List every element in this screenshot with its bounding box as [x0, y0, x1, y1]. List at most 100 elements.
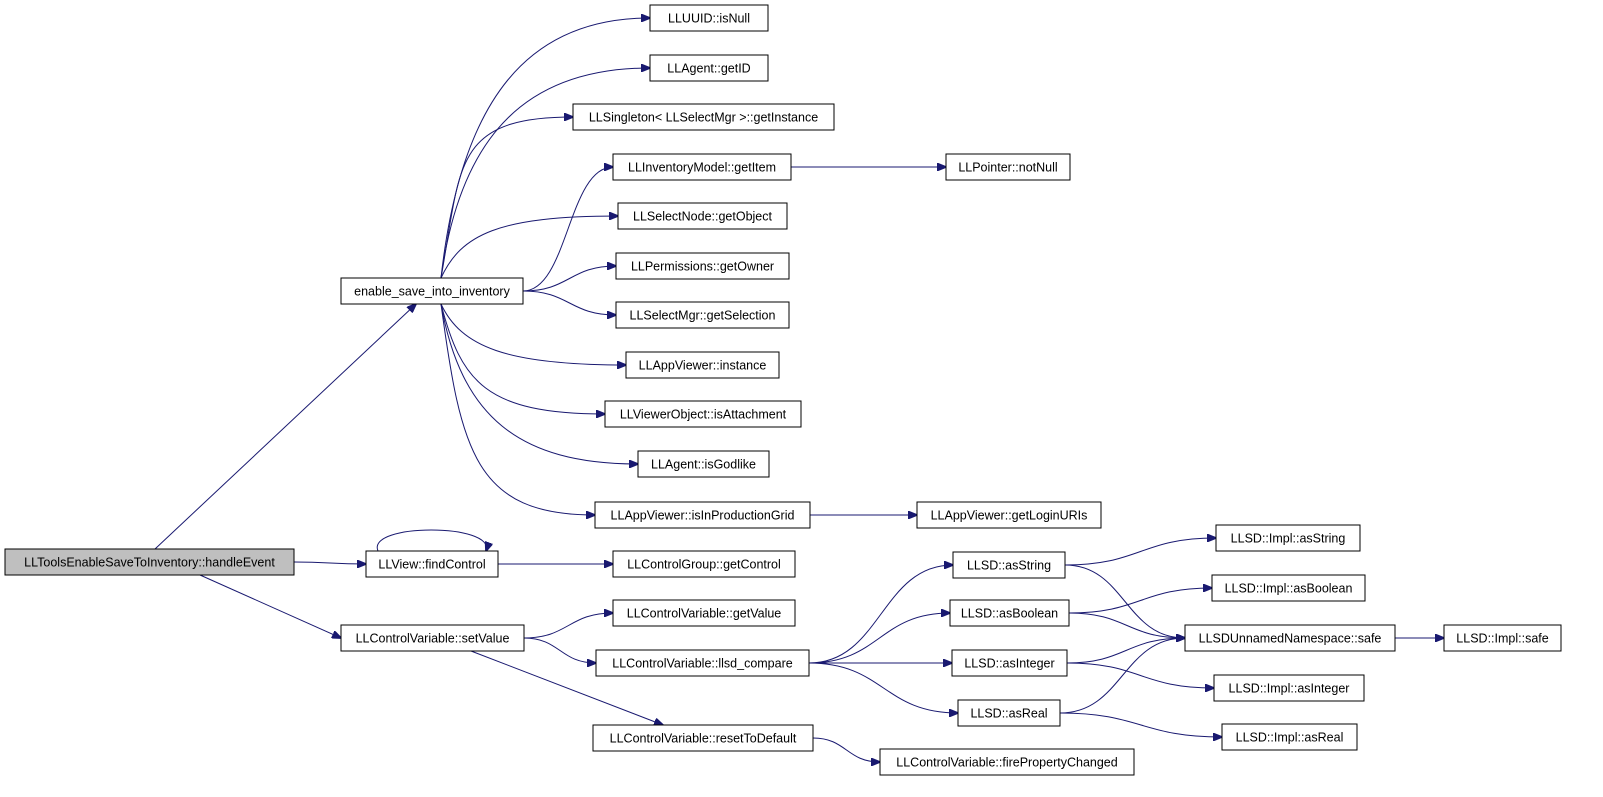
graph-node-cv-fireprop[interactable]: LLControlVariable::firePropertyChanged: [879, 748, 1135, 776]
graph-node-view-findctrl[interactable]: LLView::findControl: [365, 550, 499, 578]
edge-esi-to-appv-instance: [440, 303, 626, 365]
node-label: LLInventoryModel::getItem: [628, 161, 776, 175]
node-label: LLView::findControl: [378, 558, 485, 572]
edge-cv-llsdcmp-to-llsd-asbool: [808, 613, 950, 664]
node-label: LLSD::Impl::asString: [1231, 532, 1346, 546]
graph-node-selnode-getobj[interactable]: LLSelectNode::getObject: [617, 202, 788, 230]
edge-llsd-asreal-to-unnamed-safe: [1059, 638, 1185, 714]
node-label: LLSD::asReal: [970, 707, 1047, 721]
graph-node-appv-isprod[interactable]: LLAppViewer::isInProductionGrid: [594, 501, 811, 529]
edge-layer: [154, 18, 1444, 762]
edge-cv-setvalue-to-cv-getvalue: [523, 613, 613, 639]
edge-llsd-asstring-to-unnamed-safe: [1064, 564, 1185, 638]
node-box: [1184, 624, 1396, 652]
node-box: [625, 351, 780, 379]
graph-node-unnamed-safe[interactable]: LLSDUnnamedNamespace::safe: [1184, 624, 1396, 652]
graph-node-llsd-asint[interactable]: LLSD::asInteger: [951, 649, 1068, 677]
node-label: LLControlVariable::firePropertyChanged: [896, 756, 1117, 770]
node-label: LLAppViewer::isInProductionGrid: [611, 509, 795, 523]
graph-node-llsd-asreal[interactable]: LLSD::asReal: [957, 699, 1061, 727]
node-box: [952, 551, 1066, 579]
graph-node-root[interactable]: LLToolsEnableSaveToInventory::handleEven…: [4, 548, 295, 576]
edge-cv-setvalue-to-cv-llsdcmp: [523, 637, 596, 663]
node-label: LLAppViewer::instance: [639, 359, 767, 373]
edge-cv-reset-to-cv-fireprop: [812, 737, 880, 762]
node-label: LLControlGroup::getControl: [627, 558, 781, 572]
node-box: [612, 153, 792, 181]
graph-node-cv-getvalue[interactable]: LLControlVariable::getValue: [612, 599, 796, 627]
graph-node-appv-loginuris[interactable]: LLAppViewer::getLoginURIs: [916, 501, 1102, 529]
graph-node-cv-llsdcmp[interactable]: LLControlVariable::llsd_compare: [595, 649, 810, 677]
graph-node-llsd-asbool[interactable]: LLSD::asBoolean: [949, 599, 1070, 627]
graph-node-impl-asbool[interactable]: LLSD::Impl::asBoolean: [1211, 574, 1366, 602]
edge-view-findctrl-to-view-findctrl: [376, 529, 486, 551]
graph-node-impl-safe[interactable]: LLSD::Impl::safe: [1443, 624, 1562, 652]
node-label: LLSD::asInteger: [964, 657, 1054, 671]
edge-root-to-view-findctrl: [293, 562, 366, 564]
graph-node-agent-getid[interactable]: LLAgent::getID: [649, 54, 769, 82]
node-label: LLPermissions::getOwner: [631, 260, 774, 274]
node-box: [949, 599, 1070, 627]
node-box: [595, 649, 810, 677]
node-label: LLUUID::isNull: [668, 12, 750, 26]
edge-cv-llsdcmp-to-llsd-asreal: [808, 662, 958, 713]
node-box: [615, 252, 790, 280]
node-box: [951, 649, 1068, 677]
node-box: [594, 501, 811, 529]
graph-node-ptr-notnull[interactable]: LLPointer::notNull: [945, 153, 1071, 181]
node-box: [957, 699, 1061, 727]
node-label: LLSelectNode::getObject: [633, 210, 773, 224]
node-label: LLControlVariable::llsd_compare: [612, 657, 792, 671]
node-label: LLSD::Impl::asBoolean: [1225, 582, 1353, 596]
node-box: [1211, 574, 1366, 602]
graph-node-cg-getctrl[interactable]: LLControlGroup::getControl: [612, 550, 796, 578]
node-box: [340, 277, 524, 305]
node-box: [365, 550, 499, 578]
graph-node-impl-asreal[interactable]: LLSD::Impl::asReal: [1221, 723, 1358, 751]
node-box: [1443, 624, 1562, 652]
graph-node-cv-setvalue[interactable]: LLControlVariable::setValue: [340, 624, 525, 652]
node-box: [4, 548, 295, 576]
node-box: [916, 501, 1102, 529]
node-layer: LLToolsEnableSaveToInventory::handleEven…: [4, 4, 1562, 776]
node-box: [649, 4, 769, 32]
graph-node-impl-asint[interactable]: LLSD::Impl::asInteger: [1213, 674, 1365, 702]
edge-llsd-asbool-to-unnamed-safe: [1068, 612, 1185, 638]
edge-root-to-esi: [154, 304, 416, 550]
node-box: [649, 54, 769, 82]
graph-node-esi[interactable]: enable_save_into_inventory: [340, 277, 524, 305]
edge-esi-to-inv-getitem: [522, 167, 613, 292]
node-label: LLControlVariable::getValue: [627, 607, 782, 621]
node-box: [340, 624, 525, 652]
edge-esi-to-appv-isprod: [440, 303, 595, 515]
graph-node-selmgr-getsel[interactable]: LLSelectMgr::getSelection: [615, 301, 790, 329]
node-box: [945, 153, 1071, 181]
node-box: [572, 103, 835, 131]
graph-node-appv-instance[interactable]: LLAppViewer::instance: [625, 351, 780, 379]
graph-node-agent-isgod[interactable]: LLAgent::isGodlike: [637, 450, 770, 478]
edge-cv-setvalue-to-cv-reset: [470, 650, 663, 725]
edge-esi-to-vobj-isattach: [440, 303, 605, 414]
graph-node-perm-getowner[interactable]: LLPermissions::getOwner: [615, 252, 790, 280]
node-label: LLSD::Impl::safe: [1456, 632, 1548, 646]
graph-node-inv-getitem[interactable]: LLInventoryModel::getItem: [612, 153, 792, 181]
node-label: LLSD::asString: [967, 559, 1051, 573]
edge-llsd-asint-to-unnamed-safe: [1066, 638, 1185, 664]
node-box: [637, 450, 770, 478]
graph-node-uuid-isnull[interactable]: LLUUID::isNull: [649, 4, 769, 32]
node-label: LLAgent::getID: [667, 62, 750, 76]
node-box: [604, 400, 802, 428]
edge-llsd-asint-to-impl-asint: [1066, 662, 1214, 688]
graph-node-cv-reset[interactable]: LLControlVariable::resetToDefault: [592, 724, 814, 752]
edge-esi-to-agent-getid: [440, 68, 650, 279]
node-box: [879, 748, 1135, 776]
graph-node-singleton[interactable]: LLSingleton< LLSelectMgr >::getInstance: [572, 103, 835, 131]
graph-node-impl-asstring[interactable]: LLSD::Impl::asString: [1215, 524, 1361, 552]
node-box: [617, 202, 788, 230]
graph-node-llsd-asstring[interactable]: LLSD::asString: [952, 551, 1066, 579]
node-label: LLAgent::isGodlike: [651, 458, 756, 472]
node-label: LLControlVariable::setValue: [356, 632, 510, 646]
node-label: LLSD::asBoolean: [961, 607, 1058, 621]
graph-node-vobj-isattach[interactable]: LLViewerObject::isAttachment: [604, 400, 802, 428]
